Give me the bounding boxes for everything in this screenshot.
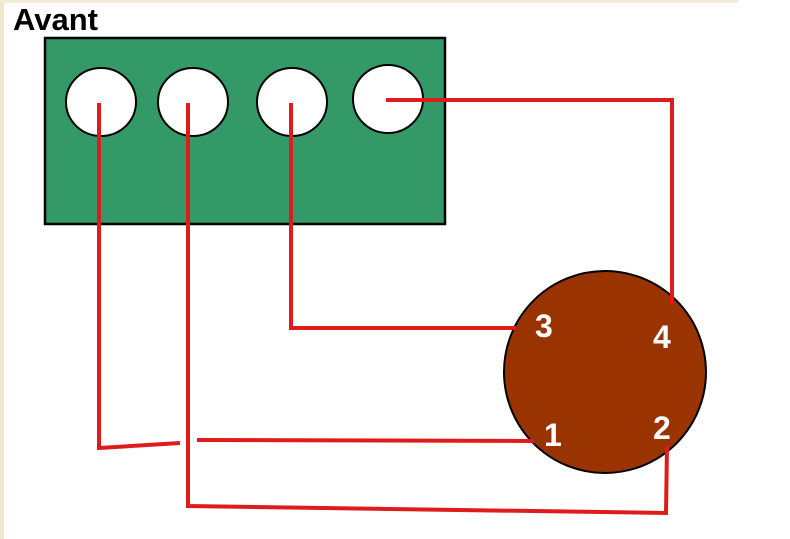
wire-socket2-to-pin2 — [186, 103, 669, 516]
pin-label-3: 3 — [535, 308, 553, 344]
round-connector — [503, 270, 707, 474]
pin-label-1: 1 — [544, 417, 562, 453]
diagram-title: Avant — [13, 2, 98, 37]
page-edge-left — [0, 0, 4, 539]
pin-label-2: 2 — [653, 410, 671, 446]
page-edge-top — [0, 0, 738, 3]
wire-socket1-to-pin1-a — [97, 103, 181, 451]
wire-socket3-to-pin3 — [289, 103, 516, 330]
wire-socket1-to-pin1-b — [196, 438, 535, 443]
pin-label-4: 4 — [653, 319, 671, 355]
socket-2 — [157, 67, 229, 137]
wire-socket4-to-pin4 — [386, 98, 674, 304]
